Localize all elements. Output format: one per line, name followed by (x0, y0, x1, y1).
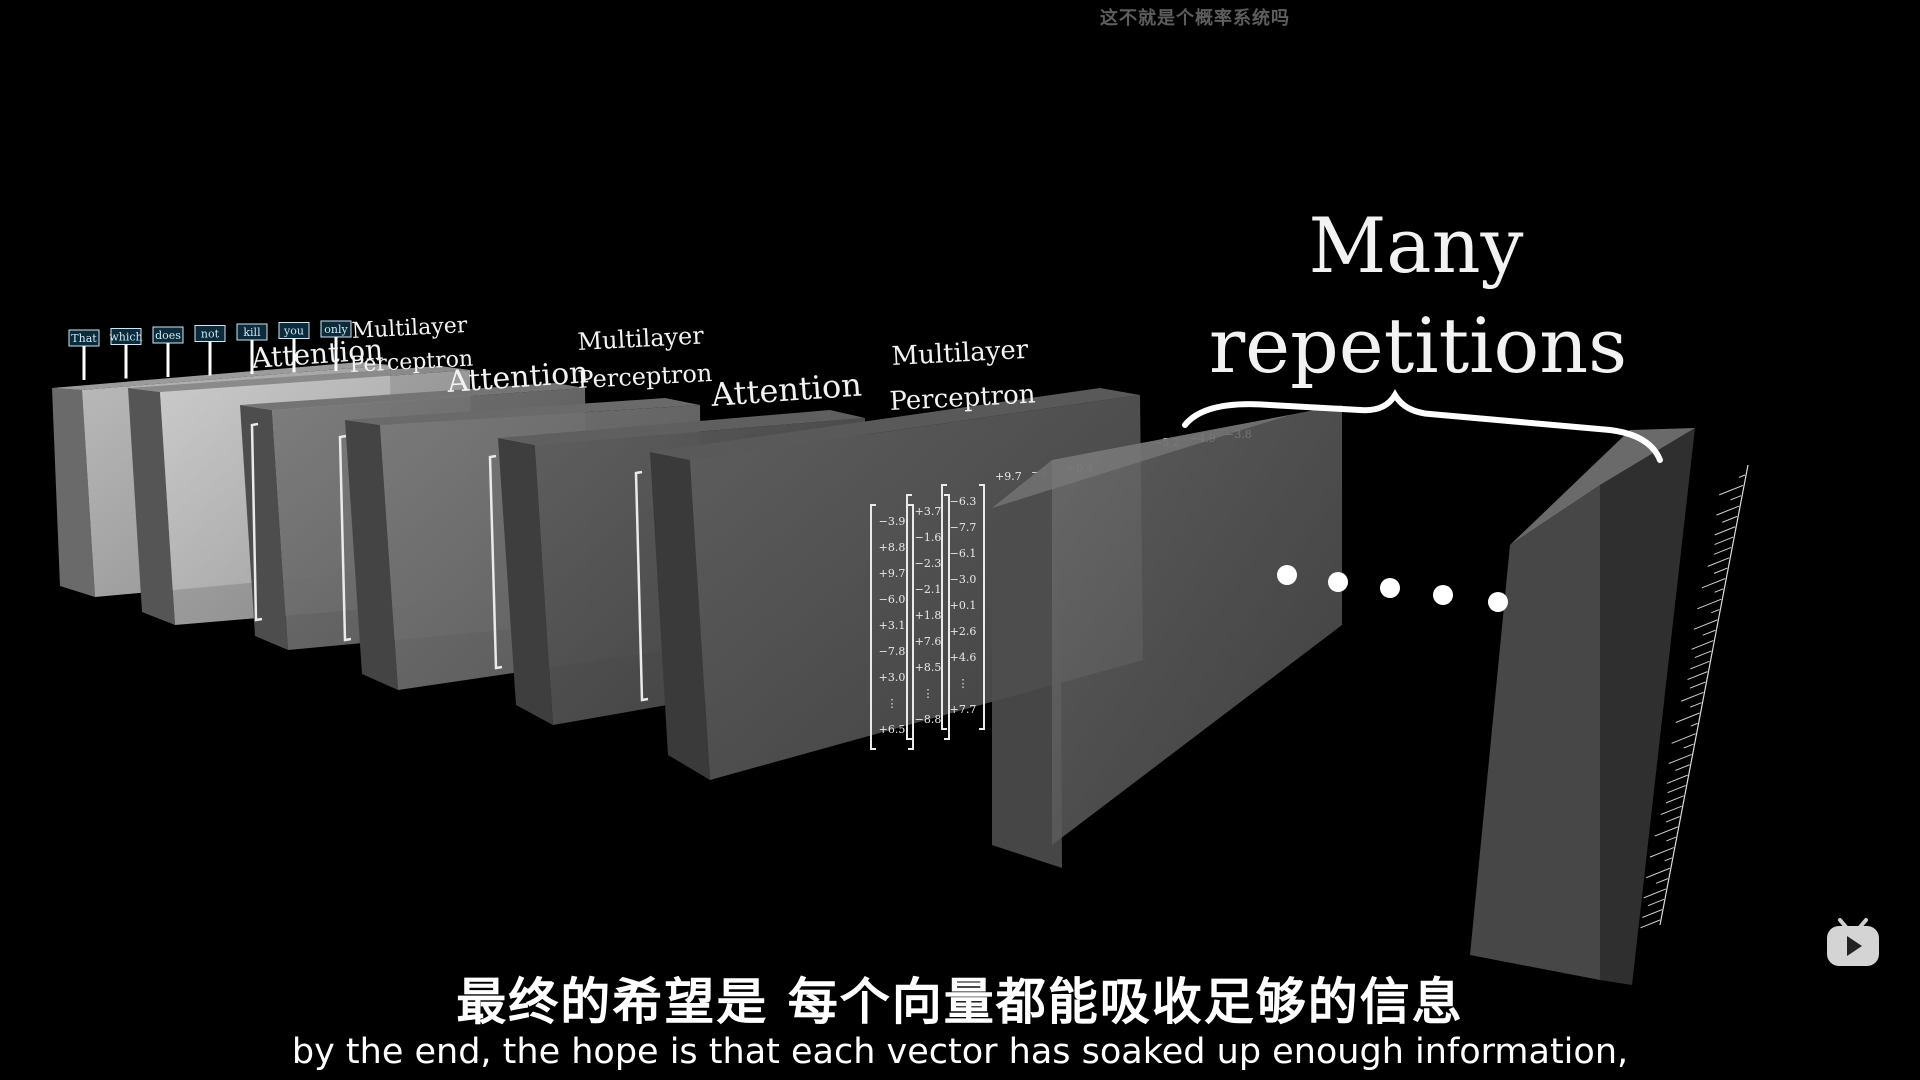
vector-column-0: −3.9 +8.8 +9.7 −6.0 +3.1 −7.8 +3.0 ⋮ +6.5 (870, 504, 914, 750)
vector-value: −2.1 (915, 583, 942, 596)
vector-value: −7.7 (950, 521, 977, 534)
distribution-bars (1640, 474, 1746, 929)
vector-value: −6.1 (950, 547, 977, 560)
vector-value: −6.3 (950, 495, 977, 508)
token-label: kill (243, 326, 261, 339)
vector-column-1: +3.7 −1.6 −2.3 −2.1 +1.8 +7.6 +8.5 ⋮ −8.8 (906, 494, 950, 740)
vector-value: −7.8 (879, 645, 906, 658)
subtitle-english: by the end, the hope is that each vector… (291, 1032, 1629, 1072)
token-label: you (283, 325, 304, 338)
repetition-panel-front (992, 405, 1342, 868)
vector-value: −1.6 (915, 531, 942, 544)
label-mlp-2-line2: Perceptron (577, 359, 713, 394)
vector-value: −8.8 (915, 713, 942, 726)
repetition-brace (1182, 389, 1663, 463)
token-6: only (320, 320, 352, 371)
token-label: does (155, 329, 181, 342)
play-button[interactable] (1824, 914, 1882, 968)
token-2: does (152, 326, 184, 377)
label-mlp-2-line1: Multilayer (577, 321, 705, 356)
play-icon (1827, 918, 1879, 966)
subtitle-chinese: 最终的希望是 每个向量都能吸收足够的信息 (456, 973, 1464, 1031)
token-5: you (278, 322, 310, 373)
label-mlp-1-line1: Multilayer (351, 313, 468, 344)
vector-value: +4.6 (950, 651, 977, 664)
vector-value: −2.3 (915, 557, 942, 570)
ellipsis-dots (1277, 565, 1508, 612)
token-label: which (109, 331, 142, 344)
token-4: kill (236, 323, 268, 374)
vector-value: +8.8 (879, 541, 906, 554)
vector-column-2: −6.3 −7.7 −6.1 −3.0 +0.1 +2.6 +4.6 ⋮ +7.7 (941, 484, 985, 730)
vector-value: ⋮ (923, 687, 934, 700)
vector-header-value: +9.7 (995, 470, 1022, 483)
block-brackets (250, 422, 649, 702)
vector-value: +9.7 (879, 567, 906, 580)
video-title: 这不就是个概率系统吗 (1100, 8, 1290, 29)
vector-value: −3.9 (879, 515, 906, 528)
vector-value: ⋮ (887, 697, 898, 710)
repetitions-label: repetitions (1209, 301, 1627, 390)
vector-value: +3.1 (879, 619, 906, 632)
vector-value: −6.0 (879, 593, 906, 606)
token-label: not (201, 328, 220, 341)
vector-value: +3.7 (915, 505, 942, 518)
output-distribution (1659, 464, 1749, 926)
vector-value: +7.7 (950, 703, 977, 716)
vector-value: +8.5 (915, 661, 942, 674)
vector-value: +0.1 (950, 599, 977, 612)
vector-value: +2.6 (950, 625, 977, 638)
token-label: That (71, 332, 97, 345)
vector-value: +1.8 (915, 609, 942, 622)
token-row: That which does not kill you only (68, 320, 352, 380)
many-label: Many (1308, 201, 1523, 290)
token-0: That (68, 329, 100, 380)
token-1: which (109, 328, 143, 379)
vector-value: +3.0 (879, 671, 906, 684)
label-attention-3: Attention (709, 366, 863, 414)
vector-value: −3.0 (950, 573, 977, 586)
vector-value: ⋮ (958, 677, 969, 690)
vector-value: +7.6 (915, 635, 942, 648)
token-label: only (324, 323, 348, 336)
token-3: not (194, 325, 226, 376)
vector-value: +6.5 (879, 723, 906, 736)
repetition-panel-back (1470, 428, 1695, 985)
label-mlp-3-line1: Multilayer (891, 335, 1030, 372)
